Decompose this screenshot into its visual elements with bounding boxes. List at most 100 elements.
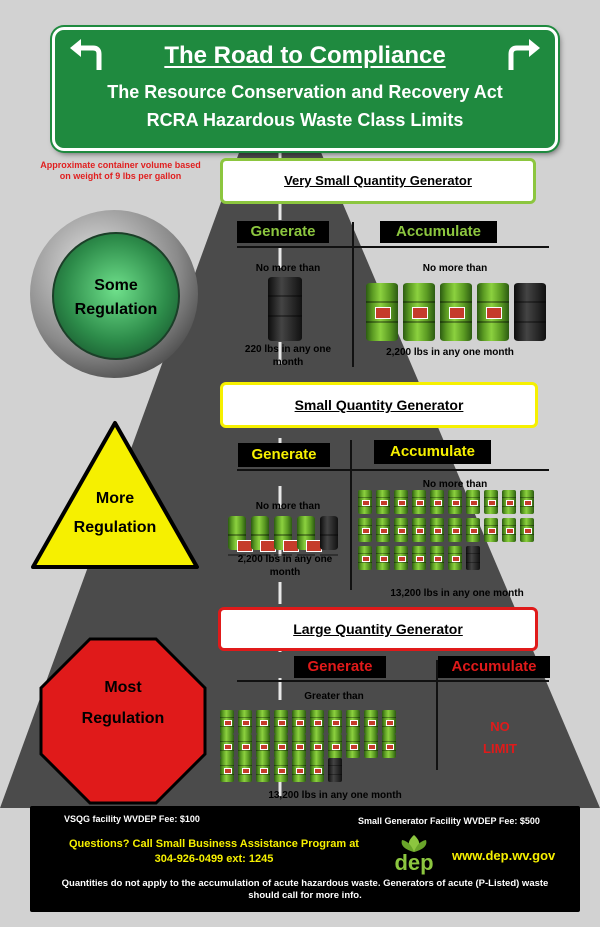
drum-icon	[484, 518, 498, 542]
drum-icon	[256, 734, 270, 758]
drum-icon	[382, 710, 396, 734]
drum-icon	[448, 546, 462, 570]
drum-icon	[328, 710, 342, 734]
drum-icon	[220, 710, 234, 734]
drum-icon	[376, 490, 390, 514]
stop-sign-text: Most Regulation	[38, 636, 208, 806]
drum-icon	[238, 710, 252, 734]
drum-icon	[358, 490, 372, 514]
drum-icon	[477, 283, 509, 341]
drum-icon	[274, 516, 299, 552]
drum-icon	[220, 734, 234, 758]
drum-icon	[520, 518, 534, 542]
lqg-h-divider	[237, 680, 549, 682]
no-limit-line-1: NO	[490, 719, 510, 734]
drum-icon	[366, 283, 398, 341]
drum-icon	[292, 710, 306, 734]
drum-icon	[310, 710, 324, 734]
drum-icon	[448, 490, 462, 514]
drum-icon	[310, 734, 324, 758]
drum-icon	[466, 546, 480, 570]
sqg-acc-limit-top: No more than	[422, 479, 488, 490]
sqg-acc-limit-bottom: 13,200 lbs in any one month	[390, 588, 524, 599]
green-light-lens: Some Regulation	[52, 232, 180, 360]
drum-icon	[238, 758, 252, 782]
drum-icon	[502, 518, 516, 542]
drum-icon	[502, 490, 516, 514]
vsqg-h-divider	[237, 246, 549, 248]
stop-sign	[39, 637, 207, 805]
lqg-v-divider	[436, 660, 438, 770]
drum-icon	[238, 734, 252, 758]
page-subtitle: The Resource Conservation and Recovery A…	[107, 82, 503, 102]
drum-icon	[346, 734, 360, 758]
drum-icon	[484, 490, 498, 514]
drum-icon	[292, 734, 306, 758]
phone-link[interactable]: 304-926-0499 ext: 1245	[154, 853, 274, 865]
sqg-gen-limit-bottom: 2,200 lbs in any one month	[237, 554, 333, 578]
drum-icon	[358, 546, 372, 570]
drum-icon	[382, 734, 396, 758]
vsqg-fee-text: VSQG facility WVDEP Fee: $100	[64, 814, 200, 824]
sqg-accumulate-label: Accumulate	[374, 440, 491, 464]
no-limit-text: NO LIMIT	[470, 716, 530, 760]
disclaimer-text: Quantities do not apply to the accumulat…	[61, 878, 549, 901]
drum-icon	[376, 546, 390, 570]
drum-icon	[274, 710, 288, 734]
drum-icon	[466, 490, 480, 514]
small-generator-fee-text: Small Generator Facility WVDEP Fee: $500	[358, 816, 540, 826]
drum-icon	[328, 734, 342, 758]
no-limit-line-2: LIMIT	[483, 741, 517, 756]
sqg-v-divider	[350, 440, 352, 590]
sqg-gen-limit-top: No more than	[255, 501, 321, 512]
vsqg-generate-label: Generate	[237, 221, 329, 243]
drum-icon	[346, 710, 360, 734]
drum-icon	[251, 516, 276, 552]
vsqg-acc-limit-bottom: 2,200 lbs in any one month	[386, 347, 514, 358]
drum-icon	[364, 734, 378, 758]
vsqg-accumulate-label: Accumulate	[380, 221, 497, 243]
drum-icon	[310, 758, 324, 782]
drum-icon	[376, 518, 390, 542]
drum-icon	[403, 283, 435, 341]
yield-sign	[31, 421, 199, 569]
drum-icon	[430, 518, 444, 542]
drum-icon	[440, 283, 472, 341]
drum-icon	[256, 710, 270, 734]
light-text-some: Some	[94, 277, 138, 294]
green-light: Some Regulation	[30, 210, 198, 378]
page-subtitle-2: RCRA Hazardous Waste Class Limits	[146, 110, 464, 130]
sqg-title-box: Small Quantity Generator	[220, 382, 538, 428]
lqg-gen-limit-top: Greater than	[304, 691, 364, 702]
drum-icon	[394, 518, 408, 542]
drum-icon	[274, 758, 288, 782]
sqg-generate-label: Generate	[238, 443, 330, 467]
vsqg-acc-limit-top: No more than	[422, 263, 488, 274]
drum-icon	[412, 518, 426, 542]
drum-icon	[520, 490, 534, 514]
drum-icon	[297, 516, 322, 552]
header-sign: The Road to Compliance The Resource Cons…	[52, 27, 558, 151]
lqg-gen-limit-bottom: 13,200 lbs in any one month	[268, 790, 402, 801]
page-title: The Road to Compliance	[164, 42, 446, 69]
drum-icon	[430, 546, 444, 570]
website-link[interactable]: www.dep.wv.gov	[452, 848, 556, 863]
drum-icon	[394, 490, 408, 514]
drum-icon	[220, 758, 234, 782]
drum-icon	[412, 546, 426, 570]
drum-icon	[364, 710, 378, 734]
drum-icon	[394, 546, 408, 570]
drum-icon	[466, 518, 480, 542]
light-text-regulation: Regulation	[74, 301, 158, 318]
drum-icon	[274, 734, 288, 758]
arrow-turn-left-icon	[70, 39, 102, 70]
leaf-icon	[401, 835, 427, 852]
lqg-title-box: Large Quantity Generator	[218, 607, 538, 651]
dep-logo: dep	[386, 834, 442, 875]
vsqg-title-box: Very Small Quantity Generator	[220, 158, 536, 204]
vsqg-v-divider	[352, 222, 354, 367]
drum-icon	[256, 758, 270, 782]
vsqg-gen-limit-bottom: 220 lbs in any one month	[244, 344, 332, 368]
drum-icon	[448, 518, 462, 542]
sign-text-regulation: Regulation	[81, 710, 165, 727]
